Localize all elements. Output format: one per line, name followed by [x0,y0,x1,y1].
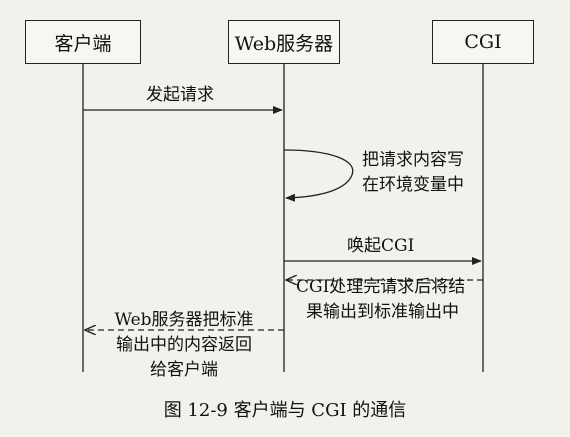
actor-web-server-label: Web服务器 [234,32,334,55]
server-return-label-1: Web服务器把标准 [114,310,254,330]
cgi-output-label-2: 果输出到标准输出中 [306,302,459,322]
cgi-output-label-1: CGI处理完请求后将结 [296,277,466,297]
write-env-label-1: 把请求内容写 [362,150,464,170]
server-return-label-3: 给客户端 [150,360,218,380]
server-return-label-2: 输出中的内容返回 [116,335,252,355]
actor-cgi-label: CGI [464,31,502,53]
actor-client-label: 客户端 [54,32,112,55]
send-request-label: 发起请求 [146,85,214,105]
actor-client: 客户端 [25,20,141,64]
actor-web-server: Web服务器 [228,20,340,64]
invoke-cgi-label: 唤起CGI [347,236,415,256]
write-env-self-arrow [283,149,354,202]
write-env-label-2: 在环境变量中 [362,175,464,195]
actor-cgi: CGI [432,20,534,64]
figure-caption: 图 12-9 客户端与 CGI 的通信 [163,400,407,421]
